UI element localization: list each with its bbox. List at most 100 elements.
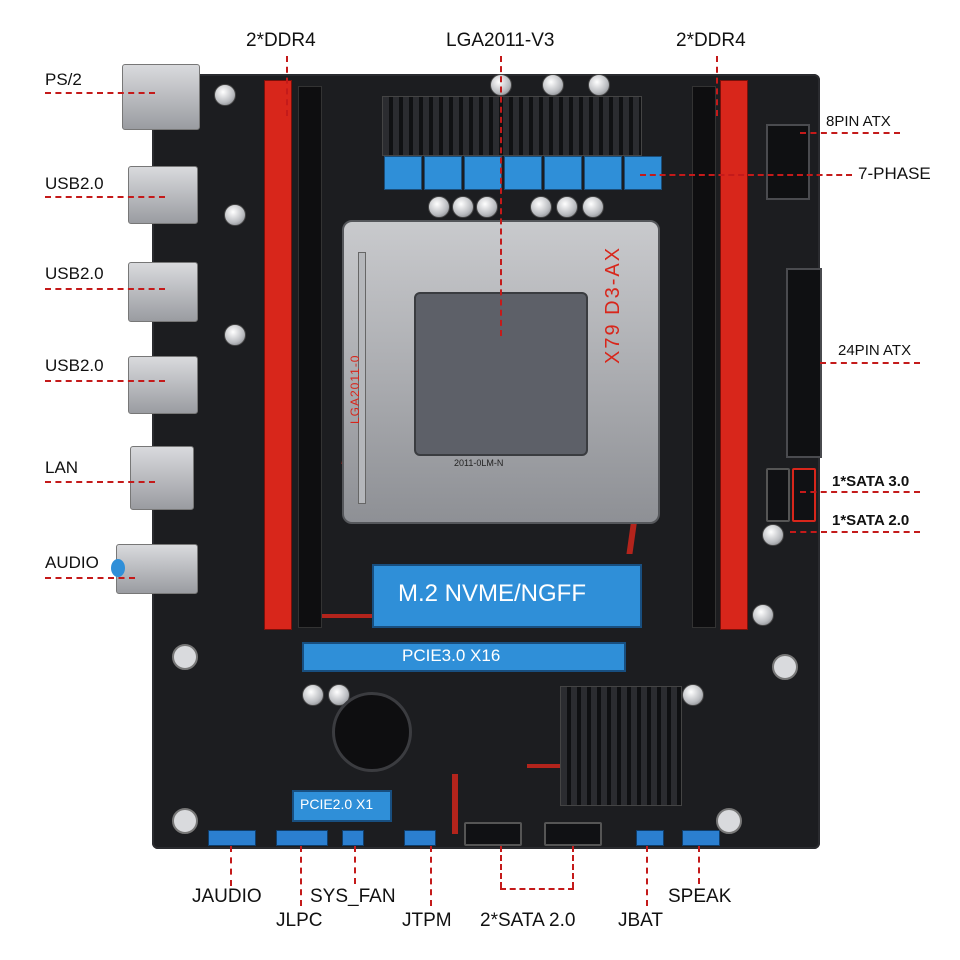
label-sata2: 1*SATA 2.0 [832,512,910,529]
cpu-plate-silk: 2011-0LM-N [454,458,504,468]
capacitor [476,196,498,218]
label-usb-3: USB2.0 [45,356,104,375]
audio-jack[interactable] [111,544,198,594]
capacitor [762,524,784,546]
cmos-battery [332,692,412,772]
screw-hole [716,808,742,834]
screw-hole [172,644,198,670]
vrm-choke [544,156,582,190]
label-speak: SPEAK [668,886,732,907]
leader-jaudio [230,846,232,886]
label-ps2: PS/2 [45,70,82,89]
capacitor [752,604,774,626]
label-7-phase: 7-PHASE [858,164,931,183]
leader-atx-24pin [820,362,920,364]
usb-port-1[interactable] [128,166,198,224]
dimm-slot-red-left[interactable] [264,80,292,630]
dimm-slot-black-left[interactable] [298,86,322,628]
sata-bottom-port-2[interactable] [544,822,602,846]
dimm-slot-red-right[interactable] [720,80,748,630]
vrm-choke [464,156,502,190]
leader-sata2 [790,531,920,533]
screw-hole [772,654,798,680]
pcie-x16-slot[interactable]: PCIE3.0 X16 [302,642,626,672]
label-audio: AUDIO [45,553,99,572]
vrm-choke [424,156,462,190]
capacitor [428,196,450,218]
atx-8pin-connector[interactable] [766,124,810,200]
pcie-x1-slot[interactable]: PCIE2.0 X1 [292,790,392,822]
usb-port-2[interactable] [128,262,198,322]
motherboard: 2011-0LM-N X79 D3-AX LGA2011-0 M.2 NVME/… [152,74,822,849]
leader-lan [45,481,155,483]
label-jlpc: JLPC [276,910,323,931]
silk-model: X79 D3-AX [602,245,624,364]
audio-jack-ring [111,559,125,577]
label-sata-bottom: 2*SATA 2.0 [480,910,576,931]
leader-sata3 [800,491,920,493]
capacitor [224,324,246,346]
leader-sata-bottom-join [500,888,574,890]
vrm-choke [384,156,422,190]
vrm-heatsink [382,96,642,156]
lan-port[interactable] [130,446,194,510]
leader-sata-bottom-b [572,846,574,888]
label-jtpm: JTPM [402,910,452,931]
leader-ddr4-left [286,56,288,116]
pcie1-label: PCIE2.0 X1 [300,796,374,812]
leader-ps2 [45,92,155,94]
dimm-slot-black-right[interactable] [692,86,716,628]
vrm-choke [584,156,622,190]
usb-port-3[interactable] [128,356,198,414]
capacitor [328,684,350,706]
speak-header[interactable] [682,830,720,846]
label-atx-8pin: 8PIN ATX [826,113,891,130]
capacitor [302,684,324,706]
sys-fan-header[interactable] [342,830,364,846]
leader-speak [698,846,700,884]
label-usb-1: USB2.0 [45,174,104,193]
sata2-port-right[interactable] [766,468,790,522]
jaudio-header[interactable] [208,830,256,846]
jlpc-header[interactable] [276,830,328,846]
leader-cpu-socket [500,56,502,336]
capacitor [542,74,564,96]
capacitor [530,196,552,218]
label-sys-fan: SYS_FAN [310,886,396,907]
leader-atx-8pin [800,132,900,134]
atx-24pin-connector[interactable] [786,268,822,458]
label-ddr4-left: 2*DDR4 [246,30,316,51]
jbat-header[interactable] [636,830,664,846]
capacitor [556,196,578,218]
capacitor [452,196,474,218]
leader-jbat [646,846,648,906]
capacitor [582,196,604,218]
vrm-choke [504,156,542,190]
label-jaudio: JAUDIO [192,886,262,907]
leader-ddr4-right [716,56,718,116]
label-ddr4-right: 2*DDR4 [676,30,746,51]
cpu-retention-lever[interactable] [358,252,366,504]
sata3-port[interactable] [792,468,816,522]
decor-trace [312,614,392,618]
m2-slot[interactable]: M.2 NVME/NGFF [372,564,642,628]
jtpm-header[interactable] [404,830,436,846]
sata-bottom-port-1[interactable] [464,822,522,846]
screw-hole [172,808,198,834]
capacitor [214,84,236,106]
leader-jlpc [300,846,302,906]
capacitor [588,74,610,96]
pcie16-label: PCIE3.0 X16 [402,646,501,665]
leader-7-phase [640,174,852,176]
label-lan: LAN [45,458,79,477]
leader-sata-bottom-a [500,846,502,888]
ps2-port[interactable] [122,64,200,130]
chipset-heatsink [560,686,682,806]
leader-usb-2 [45,288,165,290]
leader-audio [45,577,135,579]
silk-socket: LGA2011-0 [348,354,362,425]
label-jbat: JBAT [618,910,664,931]
leader-sys-fan [354,846,356,884]
capacitor [682,684,704,706]
label-sata3: 1*SATA 3.0 [832,473,910,490]
